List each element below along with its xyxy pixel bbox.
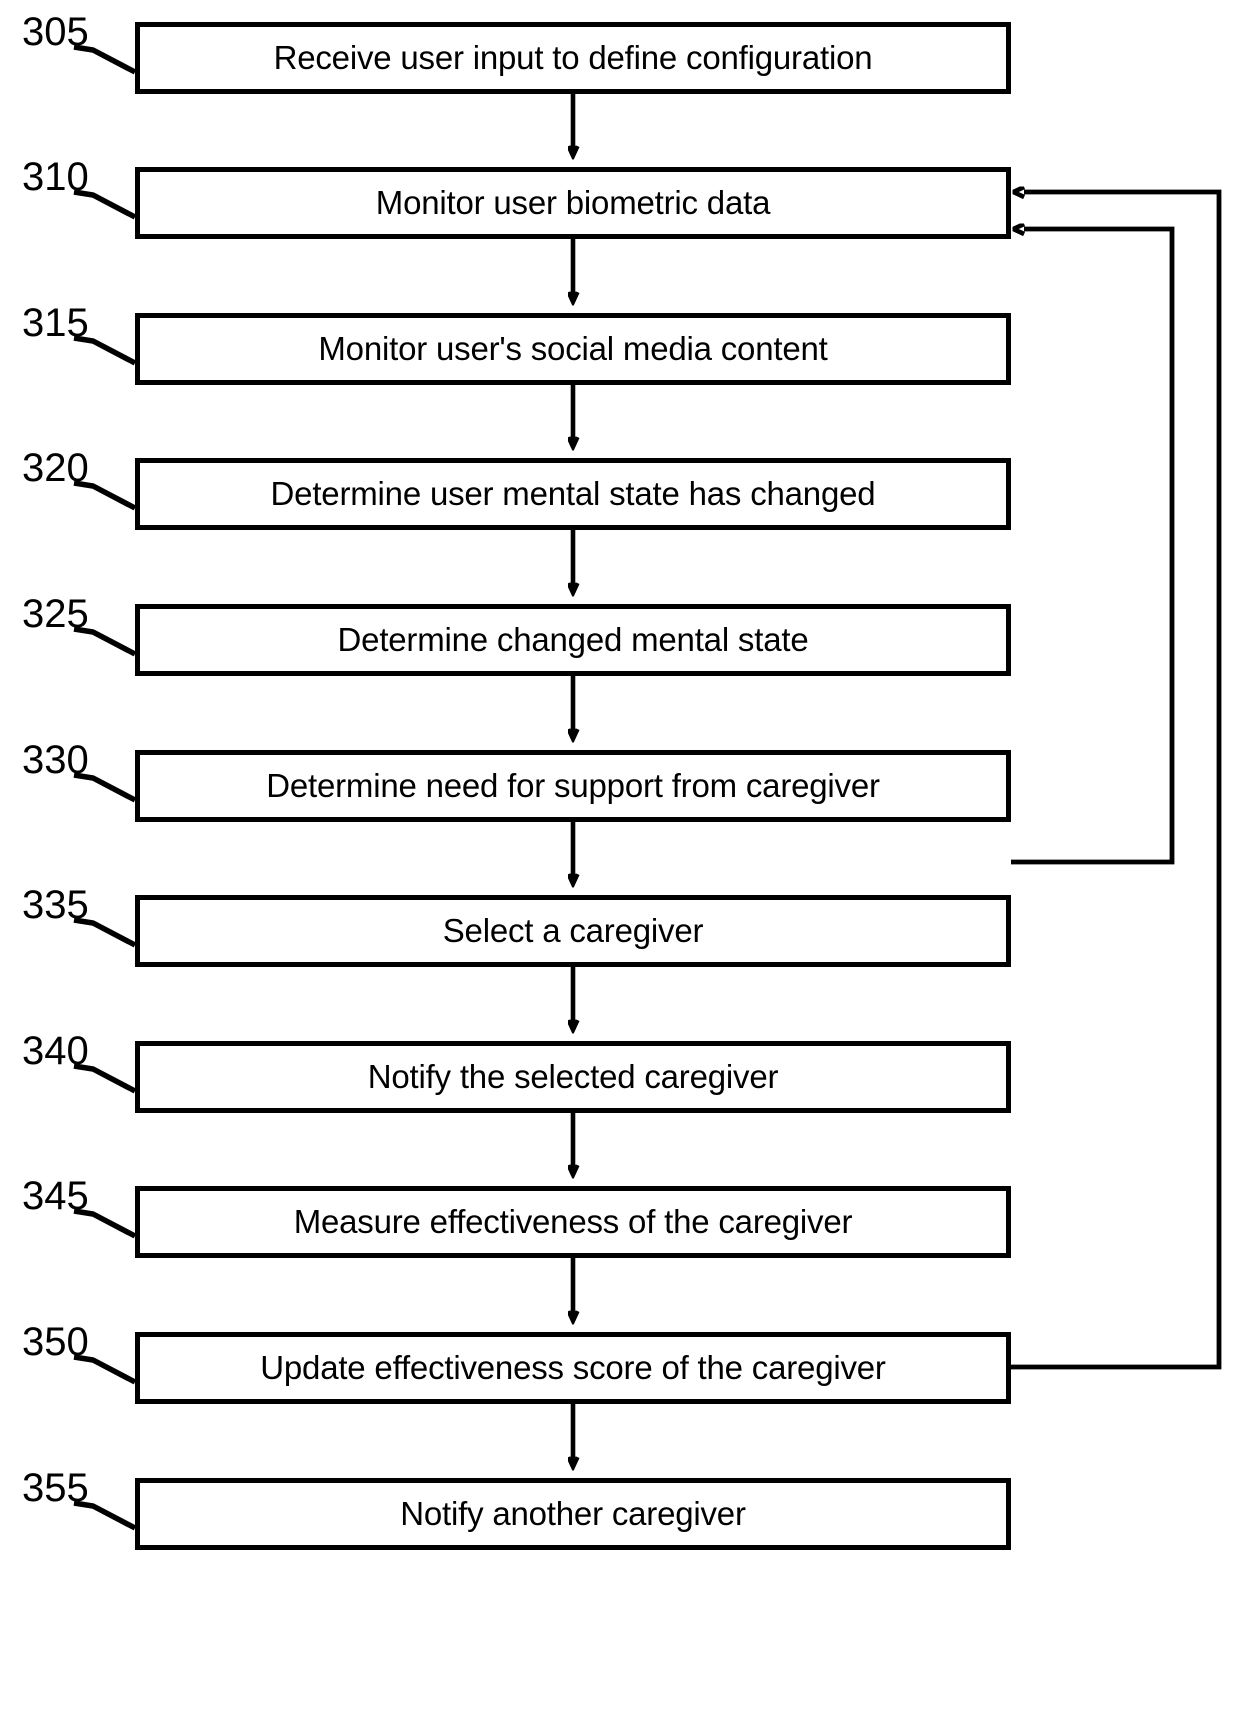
process-box-330[interactable]: Determine need for support from caregive… [135, 750, 1011, 822]
process-box-320[interactable]: Determine user mental state has changed [135, 458, 1011, 530]
reference-numeral-350: 350 [22, 1320, 89, 1364]
reference-numeral-330: 330 [22, 738, 89, 782]
leader-lines [73, 44, 137, 1531]
reference-numeral-305: 305 [22, 10, 89, 54]
feedback-loops [1011, 192, 1222, 1370]
process-box-310-label: Monitor user biometric data [375, 183, 771, 221]
process-box-305-label: Receive user input to define configurati… [273, 38, 873, 76]
process-box-320-label: Determine user mental state has changed [270, 474, 876, 512]
process-box-350-label: Update effectiveness score of the caregi… [260, 1348, 886, 1386]
process-box-315[interactable]: Monitor user's social media content [135, 313, 1011, 385]
reference-numeral-310: 310 [22, 155, 89, 199]
process-box-345[interactable]: Measure effectiveness of the caregiver [135, 1186, 1011, 1258]
process-box-350[interactable]: Update effectiveness score of the caregi… [135, 1332, 1011, 1404]
process-box-340[interactable]: Notify the selected caregiver [135, 1041, 1011, 1113]
process-box-340-label: Notify the selected caregiver [367, 1057, 779, 1095]
reference-numeral-325: 325 [22, 592, 89, 636]
reference-numeral-320: 320 [22, 446, 89, 490]
reference-numeral-355: 355 [22, 1466, 89, 1510]
feedback-arrow-350-310 [1011, 192, 1222, 1370]
process-box-315-label: Monitor user's social media content [318, 329, 828, 367]
process-box-355-label: Notify another caregiver [400, 1494, 746, 1532]
process-box-310[interactable]: Monitor user biometric data [135, 167, 1011, 239]
feedback-arrow-330-310 [1011, 229, 1175, 865]
reference-numeral-315: 315 [22, 301, 89, 345]
process-box-335[interactable]: Select a caregiver [135, 895, 1011, 967]
reference-numeral-345: 345 [22, 1174, 89, 1218]
process-box-325-label: Determine changed mental state [337, 620, 809, 658]
reference-numeral-335: 335 [22, 883, 89, 927]
process-box-345-label: Measure effectiveness of the caregiver [293, 1202, 853, 1240]
process-box-305[interactable]: Receive user input to define configurati… [135, 22, 1011, 94]
reference-numeral-340: 340 [22, 1029, 89, 1073]
process-box-325[interactable]: Determine changed mental state [135, 604, 1011, 676]
process-box-335-label: Select a caregiver [442, 911, 704, 949]
process-box-355[interactable]: Notify another caregiver [135, 1478, 1011, 1550]
process-box-330-label: Determine need for support from caregive… [266, 766, 880, 804]
